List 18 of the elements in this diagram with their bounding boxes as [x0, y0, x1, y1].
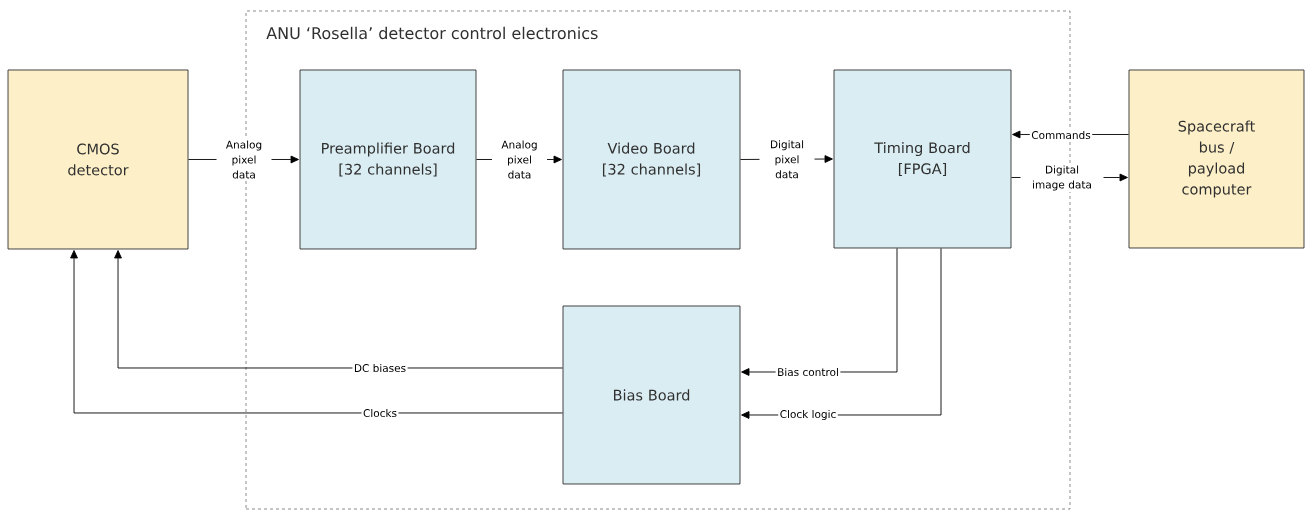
arrow	[114, 250, 563, 369]
detector-box: CMOS detector	[7, 69, 189, 250]
board-box: Preamplifier Board [32 channels]	[299, 69, 477, 250]
edge-label: Bias control	[775, 366, 841, 378]
board-box: Video Board [32 channels]	[562, 69, 741, 250]
edge-label: Clocks	[361, 407, 399, 419]
edge-label: Digital pixel data	[759, 138, 815, 180]
edge-label: Digital image data	[1020, 163, 1104, 193]
edge-label: DC biases	[352, 362, 408, 374]
computer-box: Spacecraft bus / payload computer	[1128, 69, 1305, 249]
edge-label: Analog pixel data	[216, 138, 272, 181]
frame-heading: ANU ‘Rosella’ detector control electronics	[266, 26, 598, 40]
edge-label: Analog pixel data	[492, 138, 547, 181]
board-box: Timing Board [FPGA]	[833, 69, 1012, 249]
edge-label: Commands	[1029, 129, 1093, 141]
edge-label: Clock logic	[778, 408, 838, 422]
arrow	[70, 250, 563, 414]
board-box: Bias Board	[562, 305, 741, 485]
